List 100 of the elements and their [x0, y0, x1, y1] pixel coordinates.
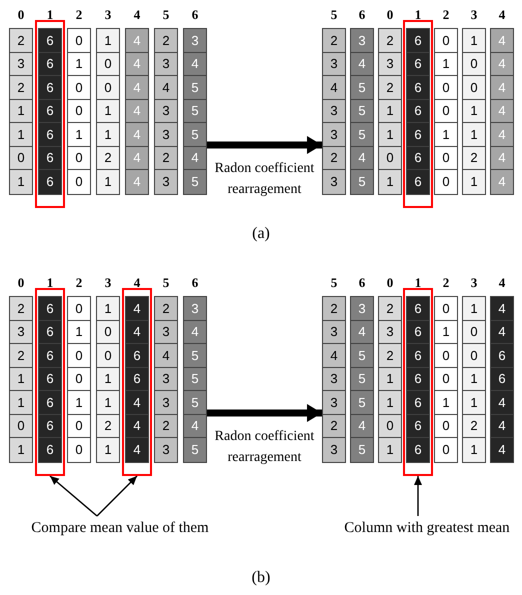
matrix-cell: 4 [126, 100, 148, 123]
matrix-cell: 6 [39, 391, 61, 414]
matrix-cell: 5 [351, 170, 373, 194]
matrix-cell: 6 [407, 123, 429, 146]
matrix-cell: 1 [379, 438, 401, 462]
highlight-frame [403, 20, 433, 208]
panel-label: (a) [251, 224, 271, 244]
matrix-cell: 1 [463, 100, 485, 123]
matrix-cell: 6 [39, 100, 61, 123]
matrix-cell: 1 [463, 123, 485, 146]
matrix-cell: 3 [323, 170, 345, 194]
matrix-cell: 6 [39, 438, 61, 462]
matrix-cell: 3 [351, 297, 373, 320]
matrix-cell: 2 [155, 297, 177, 320]
matrix-cell: 1 [463, 297, 485, 320]
column-index: 4 [498, 6, 506, 24]
matrix-cell: 5 [351, 100, 373, 123]
matrix-cell: 2 [379, 297, 401, 320]
matrix-cell: 0 [97, 76, 119, 100]
callout-text: Column with greatest mean [343, 519, 511, 538]
matrix-cell: 3 [323, 320, 345, 344]
matrix-cell: 0 [68, 146, 90, 170]
matrix-cell: 4 [126, 414, 148, 438]
matrix-cell: 4 [491, 414, 513, 438]
column-index: 3 [104, 6, 112, 24]
matrix-cell: 2 [97, 414, 119, 438]
matrix-cell: 1 [463, 438, 485, 462]
matrix-cell: 4 [126, 146, 148, 170]
matrix-cell: 0 [97, 320, 119, 344]
matrix-cell: 6 [39, 29, 61, 52]
column-index: 1 [414, 274, 422, 292]
matrix-cell: 3 [155, 438, 177, 462]
matrix-cell: 5 [351, 391, 373, 414]
column-index: 3 [470, 274, 478, 292]
matrix-cell: 6 [407, 297, 429, 320]
matrix-cell: 6 [39, 344, 61, 368]
highlight-frame [403, 288, 433, 476]
matrix-cell: 3 [323, 438, 345, 462]
matrix-cell: 0 [97, 52, 119, 76]
column-index: 2 [74, 274, 84, 292]
block-arrow [207, 136, 322, 154]
column-index: 2 [74, 6, 84, 24]
matrix-cell: 2 [379, 76, 401, 100]
matrix-cell: 2 [10, 29, 32, 52]
matrix-cell: 2 [379, 29, 401, 52]
edge-label: Radon coefficient rearragement [214, 428, 314, 467]
matrix-cell: 1 [463, 170, 485, 194]
matrix-cell: 1 [97, 391, 119, 414]
matrix-cell: 4 [155, 76, 177, 100]
matrix-cell: 5 [351, 76, 373, 100]
matrix-cell: 2 [97, 146, 119, 170]
matrix-cell: 4 [126, 52, 148, 76]
matrix-cell: 2 [463, 414, 485, 438]
matrix-cell: 1 [97, 123, 119, 146]
matrix-cell: 1 [10, 438, 32, 462]
column-index: 2 [442, 6, 450, 24]
matrix-cell: 6 [39, 414, 61, 438]
matrix-cell: 1 [379, 368, 401, 391]
matrix-cell: 1 [463, 391, 485, 414]
matrix-cell: 4 [491, 391, 513, 414]
matrix-cell: 5 [184, 170, 206, 194]
matrix-cell: 4 [184, 414, 206, 438]
matrix-cell: 6 [39, 123, 61, 146]
matrix-cell: 0 [68, 414, 90, 438]
matrix-cell: 4 [126, 438, 148, 462]
matrix-cell: 3 [155, 100, 177, 123]
panel-label: (b) [250, 568, 272, 588]
matrix-cell: 6 [39, 170, 61, 194]
matrix-cell: 1 [10, 368, 32, 391]
column-index: 6 [358, 6, 366, 24]
matrix-cell: 1 [435, 320, 457, 344]
column-index: 2 [442, 274, 450, 292]
column-index: 5 [330, 6, 338, 24]
matrix-cell: 5 [184, 123, 206, 146]
matrix-cell: 1 [435, 52, 457, 76]
column-index: 4 [498, 274, 506, 292]
column-index: 3 [470, 6, 478, 24]
matrix-cell: 5 [351, 438, 373, 462]
matrix-cell: 6 [407, 170, 429, 194]
block-arrow [207, 404, 322, 422]
highlight-frame [35, 20, 65, 208]
matrix-cell: 3 [351, 29, 373, 52]
matrix-cell: 4 [126, 123, 148, 146]
matrix-cell: 3 [155, 320, 177, 344]
matrix-cell: 3 [323, 391, 345, 414]
matrix-cell: 6 [407, 100, 429, 123]
highlight-frame [122, 288, 152, 476]
arrow [50, 475, 98, 517]
matrix-cell: 6 [126, 368, 148, 391]
column-index: 1 [414, 6, 422, 24]
matrix-cell: 6 [407, 391, 429, 414]
matrix-cell: 1 [97, 29, 119, 52]
matrix-cell: 4 [126, 76, 148, 100]
column-index: 1 [46, 6, 54, 24]
matrix-cell: 2 [323, 146, 345, 170]
matrix-cell: 6 [39, 368, 61, 391]
matrix-cell: 4 [491, 76, 513, 100]
matrix-cell: 6 [126, 344, 148, 368]
matrix-cell: 1 [97, 170, 119, 194]
matrix-cell: 0 [435, 368, 457, 391]
